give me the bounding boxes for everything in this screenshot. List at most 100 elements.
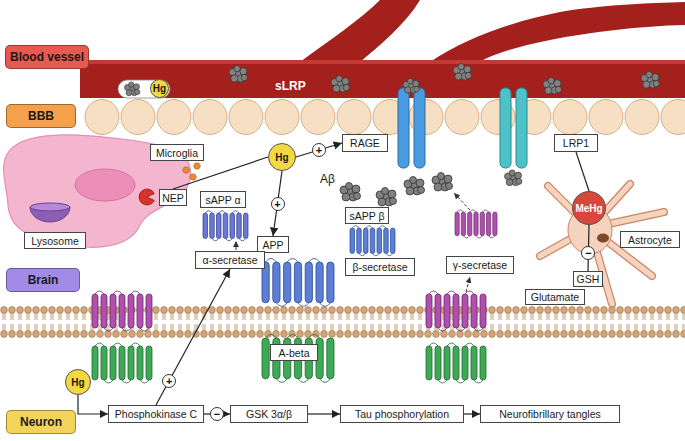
node-text: Tau phosphorylation [355, 408, 449, 420]
label-box: Microglia [150, 144, 204, 161]
vessel-branch [430, 2, 685, 62]
label-box: A-beta [270, 344, 318, 361]
connector-arrow [308, 413, 340, 414]
connector-arrow [173, 157, 268, 189]
connector-arrow [296, 143, 342, 157]
label-box: sAPP β [345, 207, 389, 224]
node-text: A-beta [279, 347, 310, 359]
node-text: sAPP β [349, 210, 384, 222]
node-text: Astrocyte [628, 234, 672, 246]
region-label: BBB [6, 104, 76, 128]
element-circle: MeHg [572, 191, 606, 225]
connector-arrow [78, 395, 108, 414]
label-box: Phosphokinase C [108, 405, 204, 423]
sign-label: + [312, 143, 326, 157]
connector-arrow [156, 269, 230, 405]
node-text: Hg [71, 377, 84, 388]
region-label: Brain [6, 268, 80, 292]
membrane-protein [426, 343, 486, 383]
node-text: MeHg [575, 203, 602, 214]
rage-receptor [398, 88, 409, 168]
label-box: Neurofibrillary tangles [480, 405, 620, 423]
node-text: Brain [28, 273, 59, 287]
app-protein [262, 334, 334, 382]
region-label: Neuron [6, 410, 76, 434]
label-box: Glutamate [525, 289, 585, 305]
label-box: GSH [573, 271, 603, 287]
label-box: sAPP α [200, 191, 246, 208]
node-text: sAPP α [205, 194, 240, 206]
node-text: Lysosome [31, 235, 78, 247]
vessel-highlight [80, 60, 685, 64]
amyloid-plaque [403, 78, 419, 93]
node-text: APP [262, 239, 283, 251]
peptide-fragment [190, 174, 197, 180]
node-text: GSK 3α/β [246, 408, 292, 420]
amyloid-plaque [641, 71, 659, 88]
connector-arrow [576, 152, 589, 191]
node-text: Phosphokinase C [115, 408, 197, 420]
element-circle: Hg [268, 143, 296, 171]
amyloid-plaque [376, 188, 397, 207]
sign-label: − [581, 246, 595, 260]
membrane-protein [92, 291, 152, 331]
amyloid-plaque [453, 63, 471, 80]
label-box: γ-secretase [446, 256, 514, 274]
amyloid-plaque [340, 183, 361, 202]
amyloid-plaque [331, 75, 349, 92]
label-box: NEP [159, 189, 187, 206]
dashed-arrow [236, 241, 237, 250]
amyloid-plaque [543, 77, 561, 94]
node-text: Neuron [20, 415, 62, 429]
label-box: Astrocyte [620, 231, 680, 248]
amyloid-plaque [505, 170, 522, 186]
sapp-beta-protein [350, 226, 395, 256]
node-text: BBB [28, 109, 54, 123]
element-circle: Hg [150, 79, 169, 98]
sign-label: + [271, 197, 285, 211]
label-box: Lysosome [24, 232, 86, 249]
membrane-protein [426, 291, 486, 331]
text-label: Aβ [320, 172, 335, 186]
amyloid-plaque [229, 65, 247, 82]
node-text: β-secretase [352, 261, 407, 273]
label-box: Tau phosphorylation [340, 405, 464, 423]
blood-vessel [80, 60, 685, 98]
sign-label: − [210, 407, 224, 421]
label-box: RAGE [342, 134, 388, 152]
lrp1-receptor [500, 88, 511, 168]
label-box: LRP1 [554, 134, 598, 152]
lrp1-receptor [516, 88, 527, 168]
complex-capsule [118, 80, 170, 98]
dashed-arrow [454, 193, 470, 210]
element-circle: Hg [65, 369, 91, 395]
node-text: Glutamate [531, 291, 579, 303]
region-label: Blood vessel [5, 45, 89, 69]
node-text: Hg [275, 152, 288, 163]
peptide-fragment [194, 163, 201, 169]
microglia-nucleus [75, 169, 135, 201]
lysosome-rim [30, 203, 70, 211]
gamma-fragment [455, 210, 497, 238]
nep-enzyme [139, 189, 154, 205]
rage-receptor [414, 88, 425, 168]
label-box: GSK 3α/β [230, 405, 308, 423]
connector-arrow [464, 413, 480, 414]
peptide-fragment [183, 167, 190, 173]
app-protein [262, 258, 334, 306]
node-text: NEP [162, 192, 184, 204]
amyloid-plaque [125, 82, 140, 96]
node-text: Neurofibrillary tangles [499, 408, 601, 420]
node-text: α-secretase [202, 254, 257, 266]
sign-label: + [162, 374, 176, 388]
bbb-cell-row [84, 98, 685, 136]
node-text: RAGE [350, 137, 380, 149]
vessel-branch [300, 0, 420, 62]
astrocyte-nucleus [597, 234, 609, 243]
label-box: β-secretase [345, 258, 415, 276]
amyloid-plaque [404, 177, 425, 196]
node-text: Hg [153, 83, 166, 94]
label-box: α-secretase [195, 251, 265, 269]
